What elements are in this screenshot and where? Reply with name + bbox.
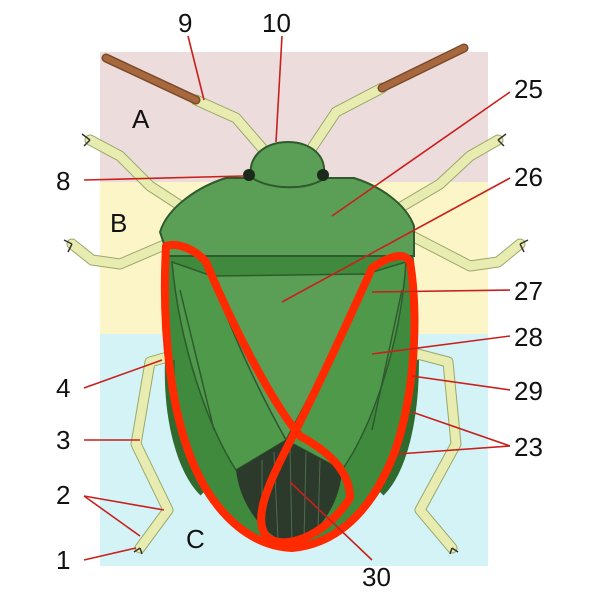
front-leg-right — [390, 133, 507, 216]
compound-eye-right — [317, 169, 329, 181]
wing-vein-left — [179, 289, 215, 431]
region-c-label: C — [186, 524, 205, 554]
region-a-label: A — [132, 104, 150, 134]
region-b-label: B — [110, 208, 127, 238]
label-26: 26 — [514, 162, 543, 192]
leader-23a — [411, 411, 511, 447]
label-8: 8 — [56, 166, 70, 196]
leader-28 — [371, 335, 511, 355]
leader-9 — [187, 35, 205, 101]
leader-2a — [83, 495, 165, 511]
leader-lines — [83, 35, 511, 561]
middle-leg-left — [63, 234, 182, 270]
front-leg-left — [81, 133, 196, 218]
label-10: 10 — [262, 8, 291, 38]
leader-10 — [275, 35, 283, 143]
head — [249, 140, 325, 189]
label-29: 29 — [514, 376, 543, 406]
wing-vein-right — [371, 289, 403, 431]
leader-1 — [83, 547, 137, 561]
leader-25 — [331, 91, 511, 217]
label-9: 9 — [178, 8, 192, 38]
antenna-left — [101, 53, 268, 154]
leader-26 — [281, 177, 511, 303]
leader-27 — [371, 289, 511, 293]
highlight-outline — [160, 241, 419, 552]
label-25: 25 — [514, 74, 543, 104]
label-2: 2 — [56, 480, 70, 510]
leader-4 — [83, 359, 163, 389]
leader-29 — [411, 375, 511, 391]
label-3: 3 — [56, 425, 70, 455]
pronotum — [158, 177, 415, 257]
label-23: 23 — [514, 432, 543, 462]
leader-2b — [83, 495, 141, 537]
label-4: 4 — [56, 373, 70, 403]
leader-30 — [289, 481, 373, 561]
middle-leg-right — [406, 230, 529, 272]
label-30: 30 — [362, 562, 391, 592]
leader-23b — [397, 445, 511, 455]
label-28: 28 — [514, 322, 543, 352]
label-1: 1 — [56, 545, 70, 575]
compound-eye-left — [243, 169, 255, 181]
label-27: 27 — [514, 276, 543, 306]
leader-8 — [83, 175, 245, 181]
antenna-right — [306, 43, 469, 154]
hind-leg-left — [130, 348, 184, 555]
hind-leg-right — [404, 346, 462, 555]
